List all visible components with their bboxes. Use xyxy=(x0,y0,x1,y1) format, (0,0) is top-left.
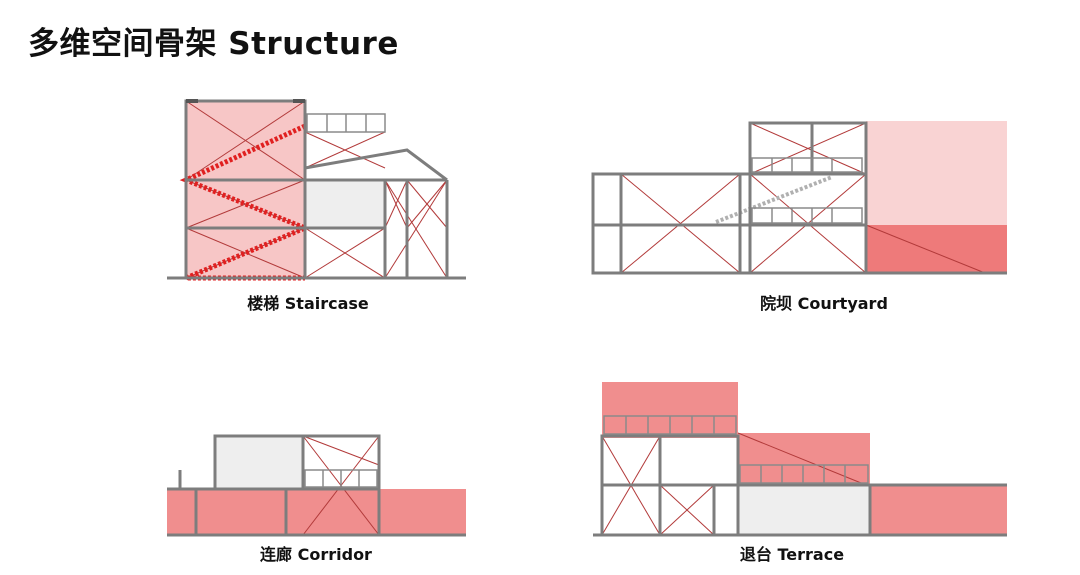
staircase-panel: 楼梯 Staircase xyxy=(0,0,540,320)
staircase-diagram xyxy=(167,99,466,281)
terrace-caption: 退台 Terrace xyxy=(739,545,845,564)
courtyard-diagram xyxy=(591,121,1007,275)
courtyard-caption: 院坝 Courtyard xyxy=(760,294,888,313)
corridor-panel: 连廊 Corridor xyxy=(167,434,466,564)
page-title: 多维空间骨架 Structure xyxy=(28,26,399,62)
corridor-caption: 连廊 Corridor xyxy=(260,545,372,564)
staircase-caption: 楼梯 Staircase xyxy=(247,294,369,313)
courtyard-panel: 院坝 Courtyard xyxy=(591,121,1007,313)
corridor-diagram xyxy=(167,434,466,537)
